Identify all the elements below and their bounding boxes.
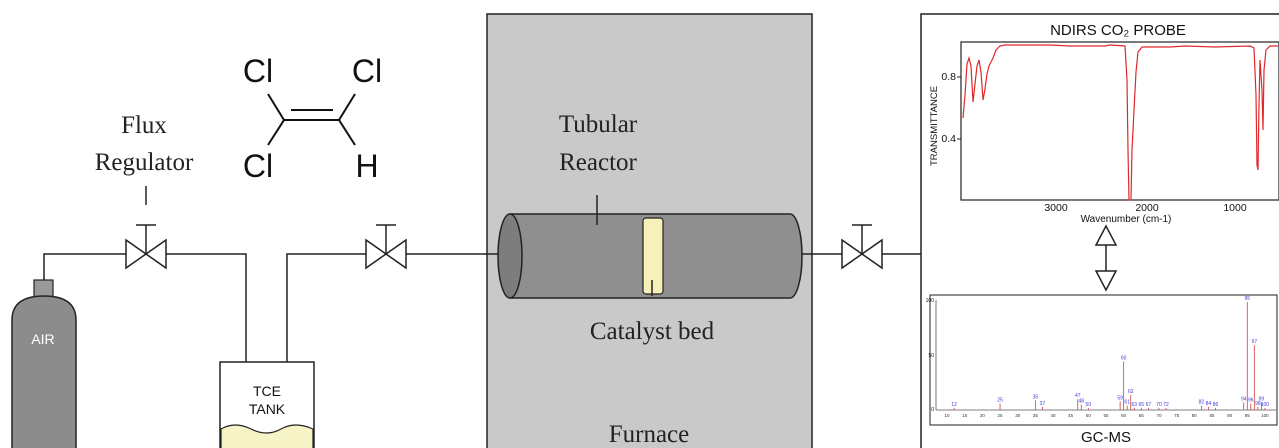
ms-peak-label: 95 [1244, 296, 1250, 302]
ms-xtick: 75 [1174, 413, 1180, 418]
ms-peak-label: 48 [1078, 399, 1084, 405]
ms-peak-label: 12 [951, 402, 957, 408]
ms-xticks: 10 15 20 25 30 35 40 45 50 55 60 65 70 75 80 85 90 95 100 [945, 413, 1270, 418]
ms-xtick: 45 [1068, 413, 1074, 418]
ms-peak-label: 100 [1261, 402, 1270, 408]
ms-peak-label: 96 [1248, 398, 1254, 404]
ms-peak-label: 84 [1206, 401, 1212, 407]
reactor-label: Tubular [559, 111, 638, 138]
ms-xtick: 40 [1051, 413, 1057, 418]
ms-peak-label: 25 [997, 398, 1003, 404]
ms-xtick: 50 [1086, 413, 1092, 418]
atom-hydrogen: H [355, 148, 378, 184]
ms-peak-label: 97 [1252, 339, 1258, 345]
ms-xtick: 90 [1227, 413, 1233, 418]
ms-xtick: 65 [1139, 413, 1145, 418]
flux-regulator-label: Regulator [95, 149, 194, 176]
ir-xtick: 1000 [1223, 202, 1247, 214]
ms-peak-label: 86 [1213, 402, 1219, 408]
ir-xtick: 2000 [1135, 202, 1159, 214]
atom-chlorine: Cl [243, 53, 273, 89]
ms-peak-label: 61 [1124, 400, 1130, 406]
reactor-label: Reactor [559, 149, 637, 176]
ms-xtick: 60 [1121, 413, 1127, 418]
ms-peak-label: 72 [1163, 402, 1169, 408]
ms-plot-frame [929, 294, 1278, 426]
ms-title: GC-MS [1081, 429, 1131, 446]
ir-xtick: 3000 [1044, 202, 1068, 214]
ms-peak-label: 63 [1131, 402, 1137, 408]
valve-icon[interactable] [841, 238, 883, 270]
piping [43, 186, 930, 362]
ms-xtick: 70 [1156, 413, 1162, 418]
ms-ytick: 100 [926, 298, 935, 304]
valve-icon[interactable] [125, 238, 167, 270]
ms-peak-label: 59 [1117, 395, 1123, 401]
ms-xtick: 80 [1192, 413, 1198, 418]
ms-peak-label: 50 [1086, 402, 1092, 408]
valve-icon[interactable] [365, 238, 407, 270]
air-label: AIR [31, 331, 54, 347]
ms-peak-label: 67 [1146, 402, 1152, 408]
catalyst-bed [642, 217, 664, 295]
ms-peak-label: 37 [1040, 401, 1046, 407]
ms-xtick: 30 [1015, 413, 1021, 418]
ms-xtick: 85 [1209, 413, 1215, 418]
catalyst-label: Catalyst bed [590, 318, 715, 345]
ms-peak-label: 47 [1075, 393, 1081, 399]
tce-molecule: Cl Cl Cl H [243, 53, 382, 184]
ir-ytick: 0.8 [941, 71, 956, 83]
ir-title: NDIRS CO₂ PROBE [1050, 22, 1186, 39]
ms-peak-label: 60 [1121, 355, 1127, 361]
ms-xtick: 100 [1261, 413, 1269, 418]
tank-label: TCE [253, 383, 281, 399]
ms-xtick: 55 [1103, 413, 1109, 418]
ms-peak-label: 99 [1259, 396, 1265, 402]
ms-peak-label: 70 [1156, 402, 1162, 408]
bidirectional-arrow-icon [1094, 224, 1118, 292]
ms-xtick: 15 [962, 413, 968, 418]
flux-regulator-label: Flux [121, 112, 167, 139]
ms-ytick: 0 [931, 407, 934, 413]
ms-ytick: 50 [928, 353, 934, 359]
tank-label: TANK [249, 401, 286, 417]
ms-xtick: 20 [980, 413, 986, 418]
ms-peak-label: 98 [1255, 401, 1261, 407]
ms-peak-label: 82 [1199, 400, 1205, 406]
ir-plot-frame [960, 41, 1279, 201]
ir-spectrum: NDIRS CO₂ PROBE TRANSMITTANCE 0.8 0.4 30… [929, 22, 1279, 225]
atom-chlorine: Cl [352, 53, 382, 89]
tce-tank [219, 361, 315, 448]
atom-chlorine: Cl [243, 148, 273, 184]
ms-xtick: 10 [945, 413, 951, 418]
ms-xtick: 25 [998, 413, 1004, 418]
air-cylinder [11, 279, 77, 448]
ir-spectrum-line [962, 44, 1278, 201]
ms-xtick: 35 [1033, 413, 1039, 418]
ir-ylabel: TRANSMITTANCE [929, 86, 940, 166]
ms-peak-label: 65 [1139, 402, 1145, 408]
ir-xlabel: Wavenumber (cm-1) [1081, 214, 1172, 225]
ms-peak-label: 35 [1033, 394, 1039, 400]
tubular-reactor [497, 195, 803, 299]
ms-peak-label: 94 [1241, 396, 1247, 402]
furnace-label: Furnace [609, 421, 690, 448]
ir-ytick: 0.4 [941, 133, 956, 145]
gcms-spectrum: 100 50 0 10 15 20 25 30 35 40 45 50 55 60 65 70 75 80 8… [926, 294, 1278, 446]
ms-peak-label: 62 [1128, 389, 1134, 395]
ms-xtick: 95 [1245, 413, 1251, 418]
